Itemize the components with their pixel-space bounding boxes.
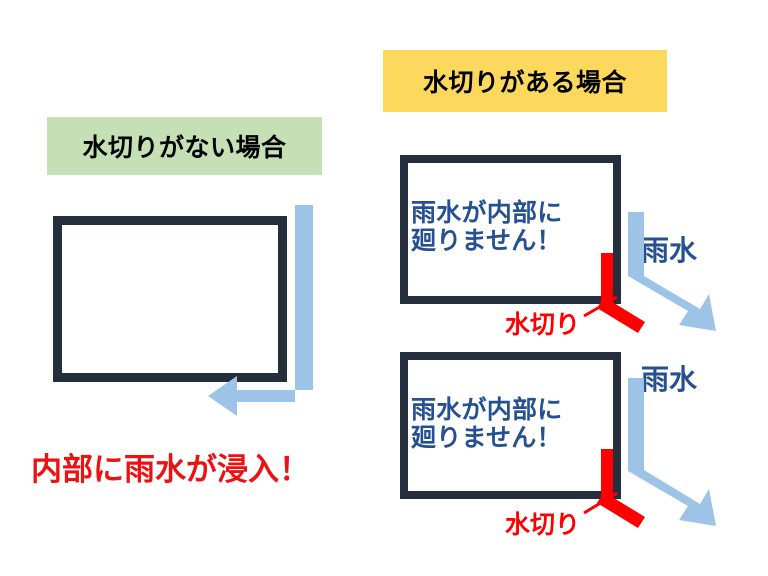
drip-edge-label-upper: 水切り xyxy=(505,311,581,339)
rain-label-upper: 雨水 xyxy=(641,235,698,266)
box-text-lower: 雨水が内部に 廻りません！ xyxy=(411,396,563,452)
wall-box-upper-right xyxy=(400,155,621,304)
wall-box-left xyxy=(53,216,287,382)
drip-edge-label-lower: 水切り xyxy=(505,511,581,539)
drip-edge-leader-line-upper xyxy=(583,295,618,318)
banner-with-drip-edge: 水切りがある場合 xyxy=(383,50,667,112)
wall-box-lower-right xyxy=(400,352,621,499)
rain-deflection-arrow-upper xyxy=(628,212,716,331)
rain-deflection-arrow-lower xyxy=(628,378,716,526)
rain-intrusion-arrow-left xyxy=(208,205,313,416)
warning-label-water-intrusion: 内部に雨水が浸入！ xyxy=(31,452,310,487)
rain-label-lower: 雨水 xyxy=(641,364,698,395)
drip-edge-shape-lower xyxy=(597,449,645,528)
drip-edge-shape-upper xyxy=(597,253,645,333)
box-text-upper: 雨水が内部に 廻りません！ xyxy=(411,199,563,255)
drip-edge-leader-line-lower xyxy=(583,491,618,515)
banner-no-drip-edge: 水切りがない場合 xyxy=(47,117,322,175)
